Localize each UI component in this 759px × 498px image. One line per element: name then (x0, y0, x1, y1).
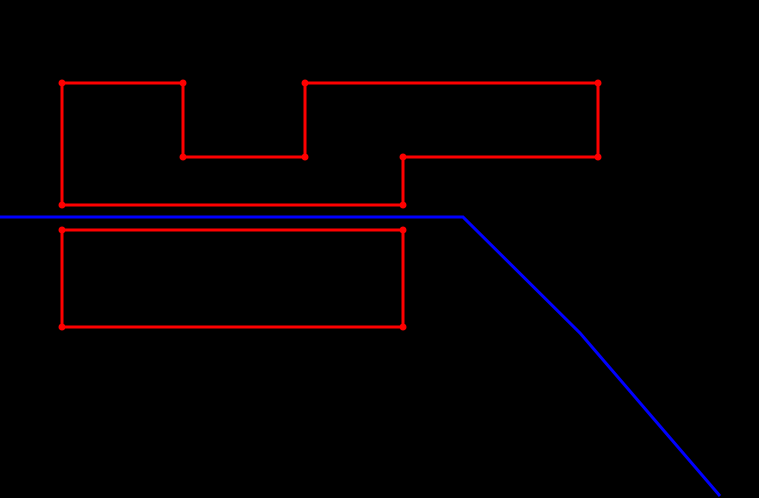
vertex-point (399, 153, 407, 161)
vertex-point (58, 201, 66, 209)
vertex-point (301, 153, 309, 161)
vertex-point (179, 153, 187, 161)
vertex-point (179, 79, 187, 87)
vertex-point (594, 79, 602, 87)
vertex-point (594, 153, 602, 161)
vertex-point (399, 201, 407, 209)
vertex-group (58, 79, 602, 331)
vertex-point (399, 323, 407, 331)
blue-path (0, 215, 722, 497)
vertex-point (301, 79, 309, 87)
vertex-point (58, 226, 66, 234)
vertex-point (58, 79, 66, 87)
vertex-point (58, 323, 66, 331)
vertex-point (399, 226, 407, 234)
